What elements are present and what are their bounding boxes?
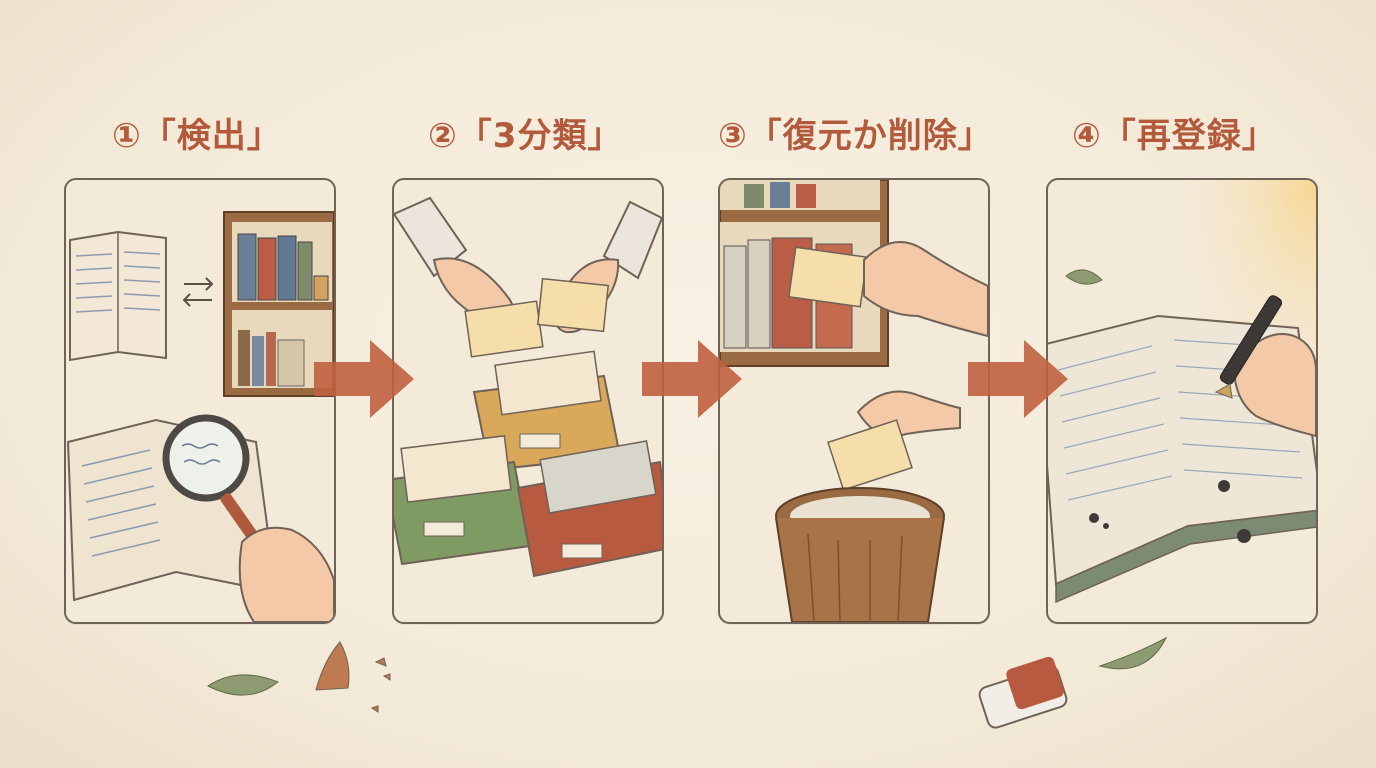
eraser-icon [978, 655, 1069, 729]
